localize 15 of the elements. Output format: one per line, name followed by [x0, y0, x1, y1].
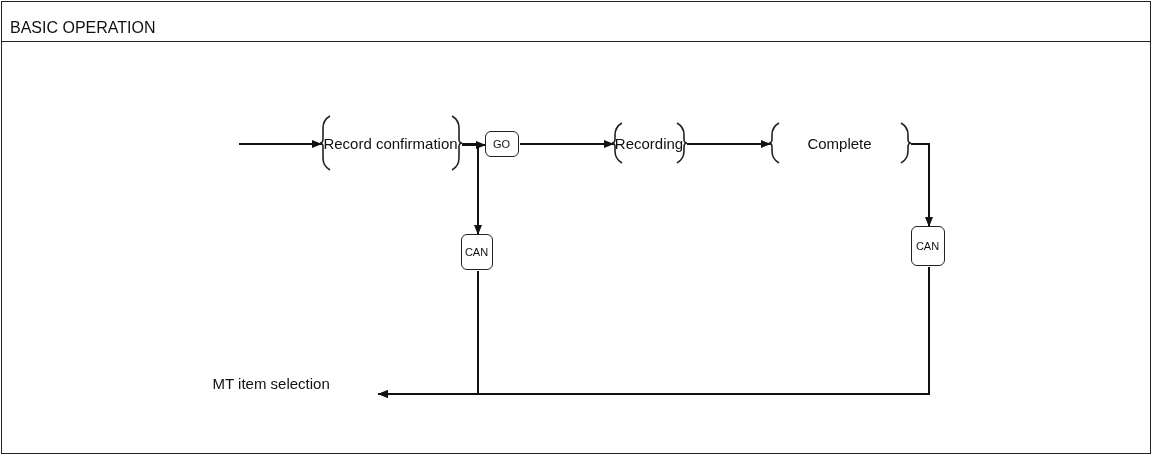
arrow: [461, 143, 482, 236]
arrow: [686, 140, 772, 148]
panel-heading: BASIC OPERATION: [10, 19, 156, 37]
arrow: [238, 140, 323, 148]
arrow: [377, 266, 930, 398]
arrow: [461, 141, 487, 149]
arrow: [519, 140, 615, 148]
key-button: CAN: [910, 225, 945, 266]
key-button: GO: [484, 130, 519, 157]
state-label: Record confirmation: [322, 134, 459, 151]
key-button: CAN: [460, 233, 493, 270]
arrow: [910, 143, 933, 228]
state-label: Recording: [613, 134, 685, 151]
state-label: MT item selection: [212, 374, 373, 393]
state-label: Complete: [806, 134, 873, 151]
